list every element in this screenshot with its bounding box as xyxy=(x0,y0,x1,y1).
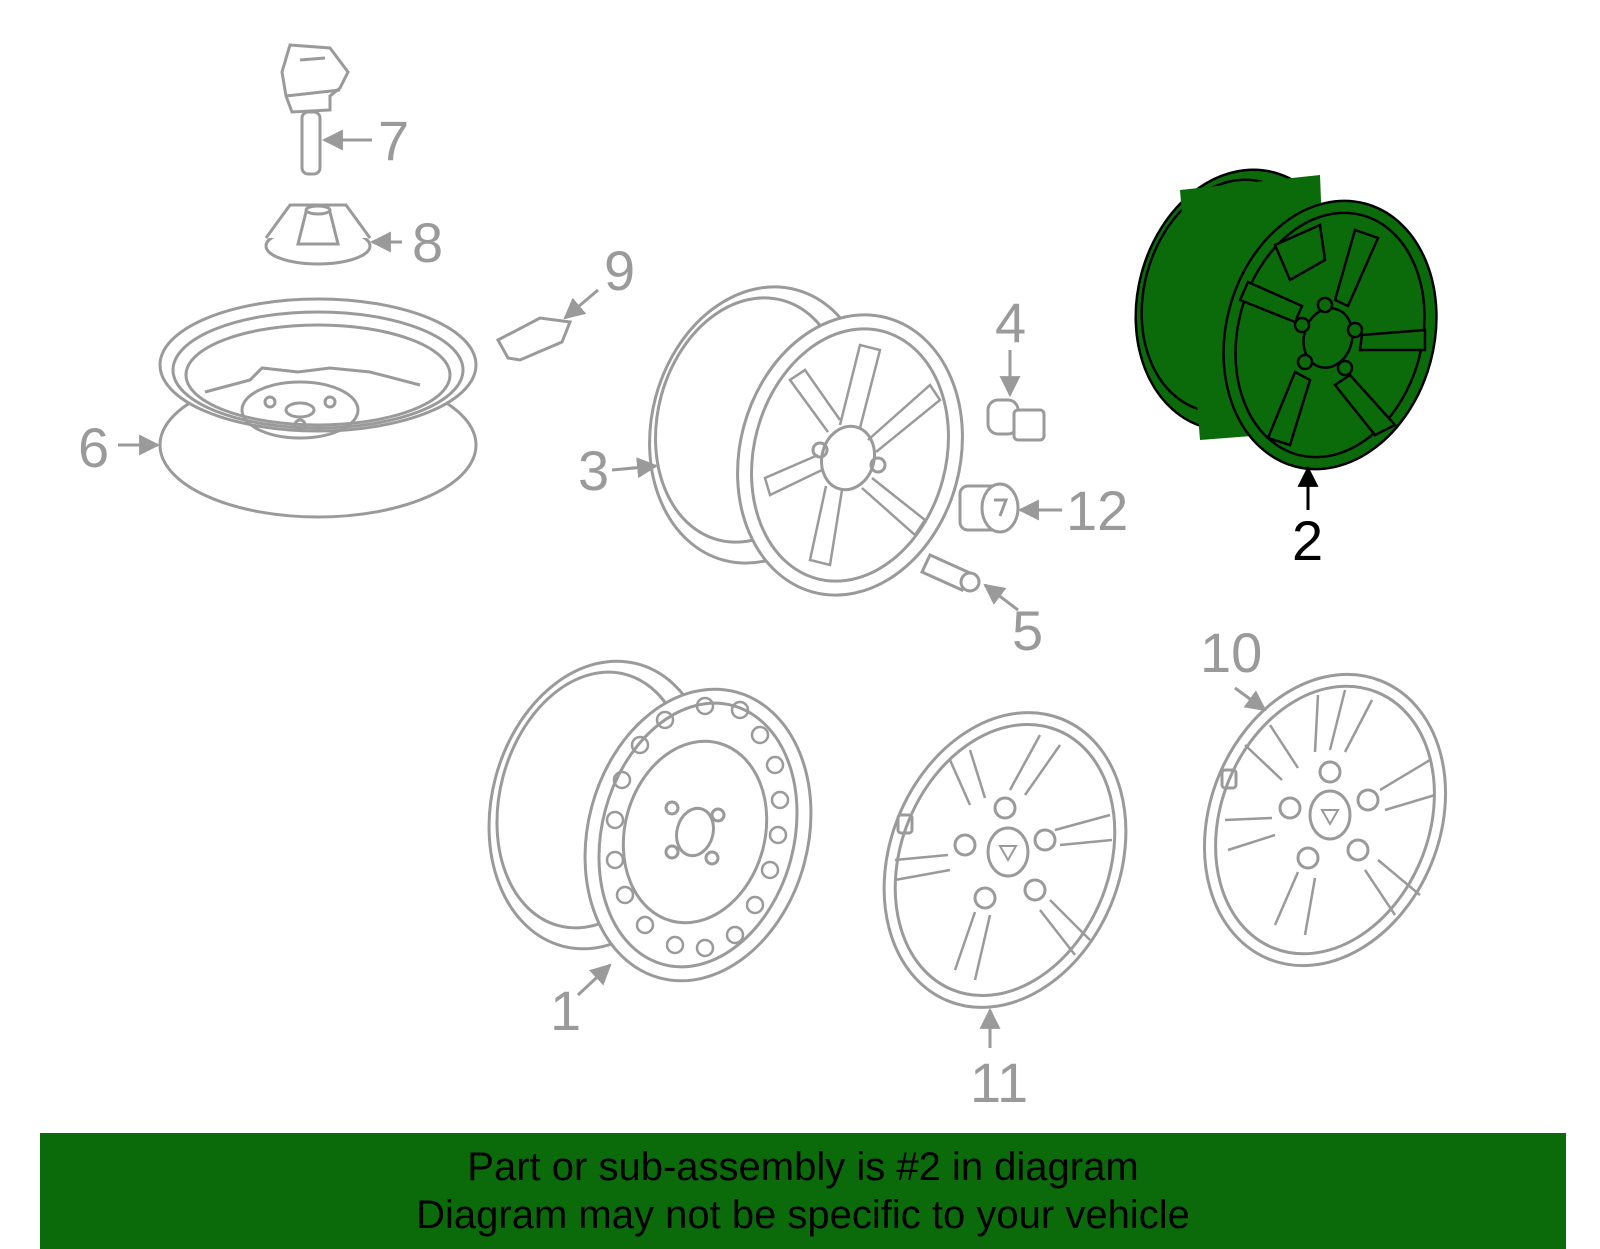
leader-lines xyxy=(118,129,1267,1048)
callout-9: 9 xyxy=(604,239,635,302)
part-10-wheel-cover xyxy=(1202,672,1448,968)
banner-line-1: Part or sub-assembly is #2 in diagram xyxy=(467,1145,1139,1189)
part-1-steel-wheel xyxy=(487,659,813,983)
part-2-highlighted-wheel xyxy=(1134,168,1438,471)
info-banner: Part or sub-assembly is #2 in diagram Di… xyxy=(40,1133,1566,1249)
callout-6: 6 xyxy=(78,416,109,479)
callout-12: 12 xyxy=(1066,479,1128,542)
part-3-alloy-wheel xyxy=(648,285,964,597)
part-9-clip xyxy=(495,316,573,362)
callout-10: 10 xyxy=(1200,621,1262,684)
part-6-spare-wheel xyxy=(158,297,478,519)
callout-7: 7 xyxy=(378,109,409,172)
banner-line-2: Diagram may not be specific to your vehi… xyxy=(416,1193,1190,1237)
part-4-lug-nut xyxy=(986,398,1046,442)
part-12-center-cap xyxy=(958,482,1020,534)
part-11-wheel-cover xyxy=(882,711,1128,1009)
callout-5: 5 xyxy=(1012,599,1043,662)
callout-11: 11 xyxy=(970,1051,1028,1114)
callout-1: 1 xyxy=(550,979,581,1042)
callout-labels: 7 8 9 6 3 4 12 5 10 1 11 xyxy=(78,109,1262,1114)
callout-8: 8 xyxy=(412,211,443,274)
callout-3: 3 xyxy=(578,439,609,502)
callout-2: 2 xyxy=(1292,509,1323,572)
part-5-valve-stem xyxy=(919,553,981,593)
part-8-spare-bolt-base xyxy=(264,203,372,266)
callout-4: 4 xyxy=(995,291,1026,354)
part-7-wrench xyxy=(280,43,350,176)
